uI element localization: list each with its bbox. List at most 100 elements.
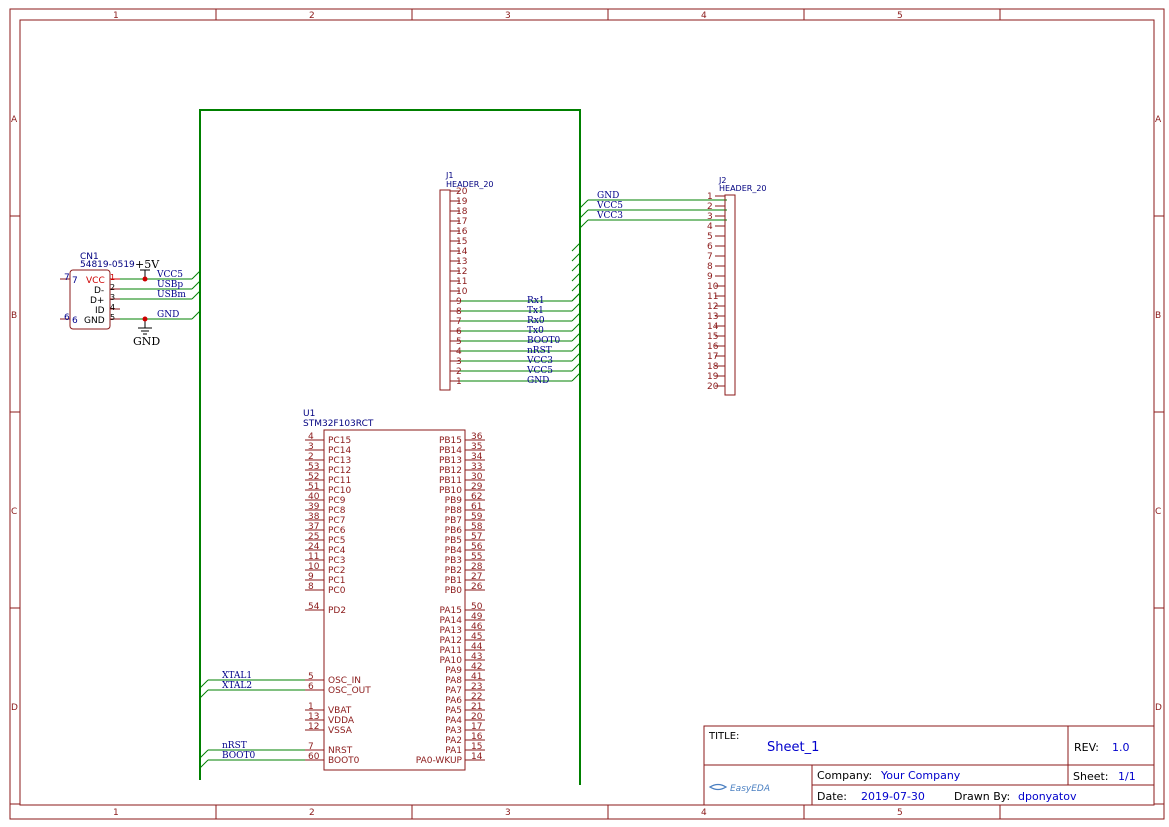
j1-ref: J1 [445, 171, 453, 180]
j2-pin-num: 5 [707, 232, 713, 242]
j1-value: HEADER_20 [446, 180, 494, 189]
u1-pin-name: PB14 [439, 446, 462, 456]
u1-pin-name: PD2 [328, 606, 346, 616]
u1-pin-num: 51 [308, 482, 319, 492]
u1-pin-name: PB1 [445, 576, 462, 586]
u1-pin-num: 34 [471, 452, 483, 462]
net-label: XTAL2 [222, 681, 252, 691]
u1-pin-name: PB2 [445, 566, 462, 576]
j2-pin-num: 4 [707, 222, 713, 232]
cn1-pin-num: 6 [64, 313, 70, 323]
u1-pin-num: 21 [471, 702, 482, 712]
u1-pin-name: PC15 [328, 436, 351, 446]
j2-value: HEADER_20 [719, 184, 767, 193]
j1-pin-num: 18 [456, 207, 468, 217]
net-label: USBm [157, 290, 186, 300]
net-label: nRST [222, 741, 247, 751]
u1-pin-num: 20 [471, 712, 483, 722]
u1-pin-name: PC8 [328, 506, 346, 516]
u1-pin-name: PA7 [445, 686, 462, 696]
u1-pin-num: 54 [308, 602, 320, 612]
u1-pin-num: 26 [471, 582, 483, 592]
u1-pin-num: 33 [471, 462, 482, 472]
u1-pin-name: PC10 [328, 486, 351, 496]
net-label: USBp [157, 280, 183, 290]
u1-pin-name: BOOT0 [328, 756, 360, 766]
j2-pin-num: 6 [707, 242, 713, 252]
u1-pin-name: PB5 [445, 536, 462, 546]
cn1-pin-num: 4 [110, 303, 115, 312]
cn1-pin-name: VCC [86, 276, 105, 286]
u1-pin-name: PC6 [328, 526, 346, 536]
u1-pin-num: 61 [471, 502, 482, 512]
bus-main [199, 109, 581, 785]
u1-pin-name: PA15 [440, 606, 462, 616]
j1-pin-num: 8 [456, 307, 462, 317]
wire-layer [117, 109, 727, 785]
rev-value: 1.0 [1112, 741, 1130, 754]
u1-pin-name: PB15 [439, 436, 462, 446]
u1-pin-name: PC14 [328, 446, 351, 456]
frame-row-label: B [1155, 311, 1161, 321]
cn1-pin-num: 6 [72, 316, 78, 326]
u1-pin-num: 55 [471, 552, 482, 562]
j1-pin-num: 4 [456, 347, 462, 357]
u1-pin-num: 37 [308, 522, 319, 532]
frame-col-label: 1 [113, 11, 119, 21]
u1-pin-num: 59 [471, 512, 483, 522]
frame-col-label: 4 [701, 808, 707, 818]
u1-pin-name: PC2 [328, 566, 345, 576]
frame-col-label: 1 [113, 808, 119, 818]
net-label: VCC3 [596, 211, 623, 221]
cn1-pin-num: 3 [110, 293, 115, 302]
frame-row-label: D [1155, 703, 1162, 713]
j2-pin-num: 12 [707, 302, 718, 312]
j1-pin-num: 9 [456, 297, 462, 307]
title-label: TITLE: [708, 731, 739, 742]
u1-pin-name: PB7 [445, 516, 462, 526]
power-symbols: +5V GND [133, 258, 160, 348]
u1-pin-num: 23 [471, 682, 482, 692]
company-value: Your Company [880, 769, 961, 782]
date-label: Date: [817, 790, 847, 803]
u1-pin-num: 60 [308, 752, 320, 762]
j2-pin-num: 11 [707, 292, 718, 302]
sheet-title: Sheet_1 [767, 740, 819, 755]
u1-pin-name: NRST [328, 746, 353, 756]
u1-pin-name: PB8 [445, 506, 463, 516]
u1-pin-name: PC11 [328, 476, 351, 486]
u1-pin-num: 17 [471, 722, 482, 732]
u1-pin-name: PA1 [445, 746, 462, 756]
drawn-value: dponyatov [1018, 790, 1077, 803]
u1-pin-num: 58 [471, 522, 483, 532]
net-label: Rx0 [527, 316, 545, 326]
j1-pin-num: 5 [456, 337, 462, 347]
u1-pin-name: PB11 [439, 476, 462, 486]
frame-col-label: 5 [897, 11, 903, 21]
cn1-pin-num: 7 [72, 276, 78, 286]
net-label: BOOT0 [222, 751, 256, 761]
u1-pin-num: 41 [471, 672, 482, 682]
frame-row-label: B [11, 311, 17, 321]
frame-row-label: A [11, 115, 18, 125]
u1-pin-name: PA6 [445, 696, 462, 706]
j1-pin-num: 14 [456, 247, 468, 257]
net-label: XTAL1 [222, 671, 252, 681]
u1-pin-name: PA11 [440, 646, 462, 656]
u1-pin-num: 5 [308, 672, 314, 682]
u1-pin-num: 39 [308, 502, 320, 512]
u1-pin-name: PA3 [445, 726, 462, 736]
u1-pin-name: PA12 [440, 636, 462, 646]
u1-pin-name: PA2 [445, 736, 462, 746]
u1-pin-num: 2 [308, 452, 314, 462]
frame-row-label: C [1155, 507, 1161, 517]
plus5v-label: +5V [135, 258, 160, 271]
j2-pin-num: 14 [707, 322, 719, 332]
u1-pin-num: 46 [471, 622, 483, 632]
j2-pin-num: 19 [707, 372, 719, 382]
u1-pin-num: 22 [471, 692, 482, 702]
sheet-label: Sheet: [1073, 770, 1109, 783]
j2-pin-num: 8 [707, 262, 713, 272]
